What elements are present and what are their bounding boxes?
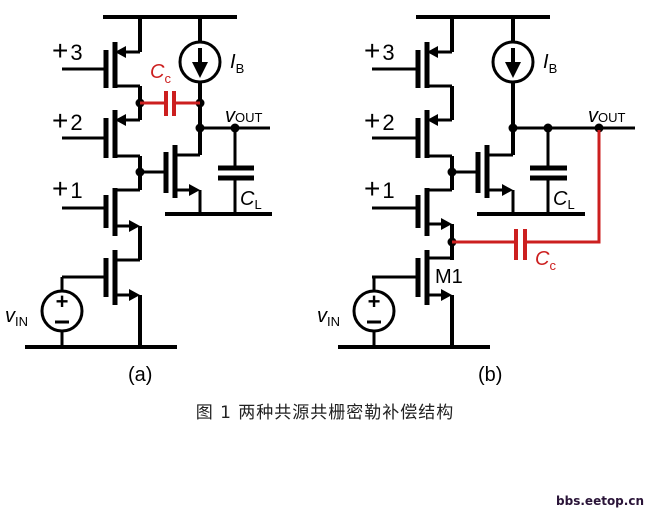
ib-label-a: IB xyxy=(230,51,244,76)
node-dot xyxy=(594,123,604,133)
vout-label-a: vOUT xyxy=(225,105,263,127)
cc-label-b: Cc xyxy=(535,248,556,273)
pmos-arrow-icon xyxy=(115,114,126,126)
nmos-arrow-icon xyxy=(189,184,200,196)
m1-label: M1 xyxy=(435,266,463,288)
bias-label-1: +1 xyxy=(52,173,83,204)
plus-sign: + xyxy=(368,289,381,314)
bias-label-1: +1 xyxy=(364,173,395,204)
circuit-a: + xyxy=(25,15,272,349)
subfigure-label-b: (b) xyxy=(478,364,503,386)
nmos-arrow-icon xyxy=(441,218,452,230)
pmos-arrow-icon xyxy=(427,46,438,58)
nmos-arrow-icon xyxy=(441,289,452,301)
pmos-arrow-icon xyxy=(115,46,126,58)
watermark: bbs.eetop.cn xyxy=(556,494,644,508)
vout-label-b: vOUT xyxy=(588,105,626,127)
ib-label-b: IB xyxy=(543,51,557,76)
current-arrow-icon xyxy=(192,62,208,78)
cl-label-a: CL xyxy=(240,188,262,212)
bias-label-2: +2 xyxy=(364,105,395,136)
vin-label-a: vIN xyxy=(5,305,28,329)
current-arrow-icon xyxy=(505,62,521,78)
vin-label-b: vIN xyxy=(317,305,340,329)
nmos-arrow-icon xyxy=(502,184,513,196)
nmos-arrow-icon xyxy=(129,289,140,301)
bias-label-2: +2 xyxy=(52,105,83,136)
cc-label-a: Cc xyxy=(150,61,171,86)
cl-label-b: CL xyxy=(553,188,575,212)
plus-sign: + xyxy=(56,289,69,314)
bias-label-3: +3 xyxy=(364,35,395,66)
cc-wire xyxy=(525,130,601,244)
bias-label-3: +3 xyxy=(52,35,83,66)
pmos-arrow-icon xyxy=(427,114,438,126)
circuit-b: + xyxy=(338,15,635,349)
nmos-arrow-icon xyxy=(129,220,140,232)
subfigure-label-a: (a) xyxy=(128,364,153,386)
figure-caption: 图 1 两种共源共栅密勒补偿结构 xyxy=(195,403,455,423)
